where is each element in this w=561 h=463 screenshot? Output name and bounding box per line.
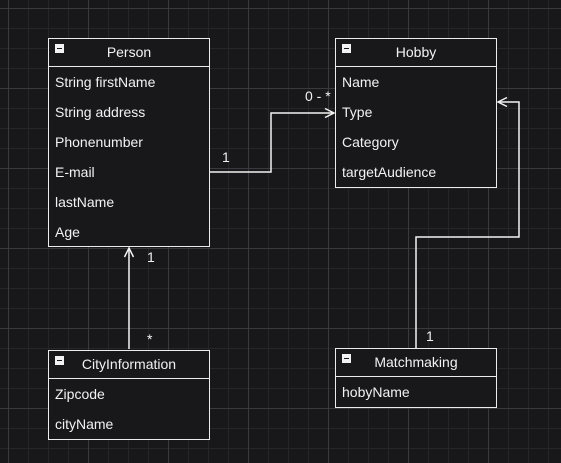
attribute-row[interactable]: cityName — [55, 416, 114, 432]
attribute-row[interactable]: Name — [342, 74, 380, 90]
class-matchmaking-header[interactable]: Matchmaking — [336, 349, 496, 377]
matchmaking-hobby-connector[interactable] — [415, 96, 520, 348]
attribute-row[interactable]: Phonenumber — [55, 134, 143, 150]
collapse-icon[interactable] — [342, 44, 351, 53]
class-hobby-header[interactable]: Hobby — [336, 39, 496, 67]
city-person-target-multiplicity: 1 — [147, 249, 155, 265]
class-person-name: Person — [106, 44, 152, 60]
class-person-header[interactable]: Person — [49, 39, 209, 67]
person-hobby-connector[interactable] — [209, 107, 336, 173]
class-matchmaking[interactable]: Matchmaking hobyName — [335, 348, 497, 408]
attribute-row[interactable]: E-mail — [55, 164, 95, 180]
matchmaking-hobby-source-multiplicity: 1 — [426, 328, 434, 344]
class-matchmaking-name: Matchmaking — [374, 354, 458, 370]
person-hobby-source-multiplicity: 1 — [222, 149, 230, 165]
attribute-row[interactable]: Age — [55, 224, 80, 240]
city-person-source-multiplicity: * — [147, 331, 153, 347]
collapse-icon[interactable] — [55, 356, 64, 365]
attribute-row[interactable]: Type — [342, 104, 373, 120]
attribute-row[interactable]: Category — [342, 134, 399, 150]
attribute-row[interactable]: String address — [55, 104, 146, 120]
attribute-row[interactable]: Zipcode — [55, 386, 105, 402]
class-cityinformation-header[interactable]: CityInformation — [49, 351, 209, 379]
attribute-row[interactable]: lastName — [55, 194, 115, 210]
collapse-icon[interactable] — [342, 354, 351, 363]
class-cityinformation[interactable]: CityInformation Zipcode cityName — [48, 350, 210, 440]
class-hobby[interactable]: Hobby Name Type Category targetAudience — [335, 38, 497, 188]
attribute-row[interactable]: String firstName — [55, 74, 156, 90]
attribute-row[interactable]: hobyName — [342, 384, 410, 400]
class-person[interactable]: Person String firstName String address P… — [48, 38, 210, 247]
class-hobby-name: Hobby — [395, 44, 437, 60]
attribute-row[interactable]: targetAudience — [342, 164, 437, 180]
person-hobby-target-multiplicity: 0 - * — [305, 88, 331, 104]
class-cityinformation-name: CityInformation — [81, 356, 177, 372]
collapse-icon[interactable] — [55, 44, 64, 53]
